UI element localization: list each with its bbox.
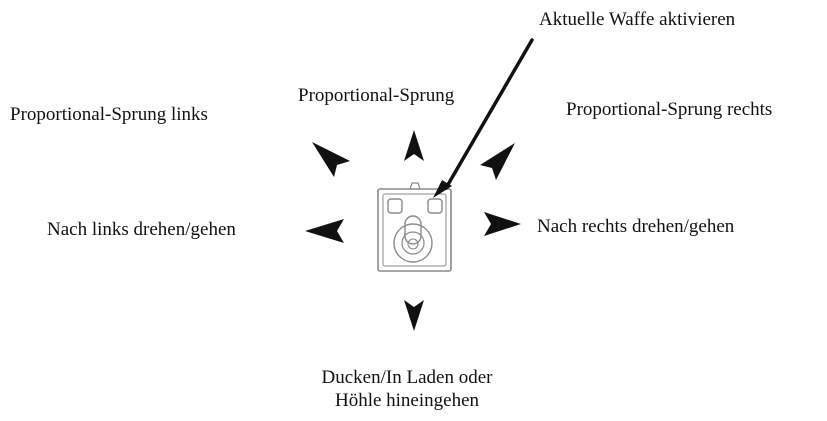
label-proportional-jump-left: Proportional-Sprung links xyxy=(10,104,208,125)
label-turn-left: Nach links drehen/gehen xyxy=(47,219,236,240)
label-proportional-jump-right: Proportional-Sprung rechts xyxy=(566,99,773,120)
arrow-right-icon xyxy=(484,212,521,236)
label-crouch-enter-line1: Ducken/In Laden oder xyxy=(321,367,493,388)
label-activate-weapon: Aktuelle Waffe aktivieren xyxy=(539,9,736,30)
arrow-upright-icon xyxy=(480,143,515,180)
pointer-line-icon xyxy=(433,38,534,198)
joystick-icon xyxy=(377,182,452,272)
arrow-down-icon xyxy=(404,300,424,331)
arrow-left-icon xyxy=(305,219,344,243)
label-turn-right: Nach rechts drehen/gehen xyxy=(537,216,735,237)
label-crouch-enter-line2: Höhle hineingehen xyxy=(334,390,480,411)
label-proportional-jump: Proportional-Sprung xyxy=(298,85,455,106)
label-crouch-enter: Ducken/In Laden oder Höhle hineingehen xyxy=(252,366,562,412)
arrow-upleft-icon xyxy=(312,142,350,177)
arrow-up-icon xyxy=(404,130,424,161)
